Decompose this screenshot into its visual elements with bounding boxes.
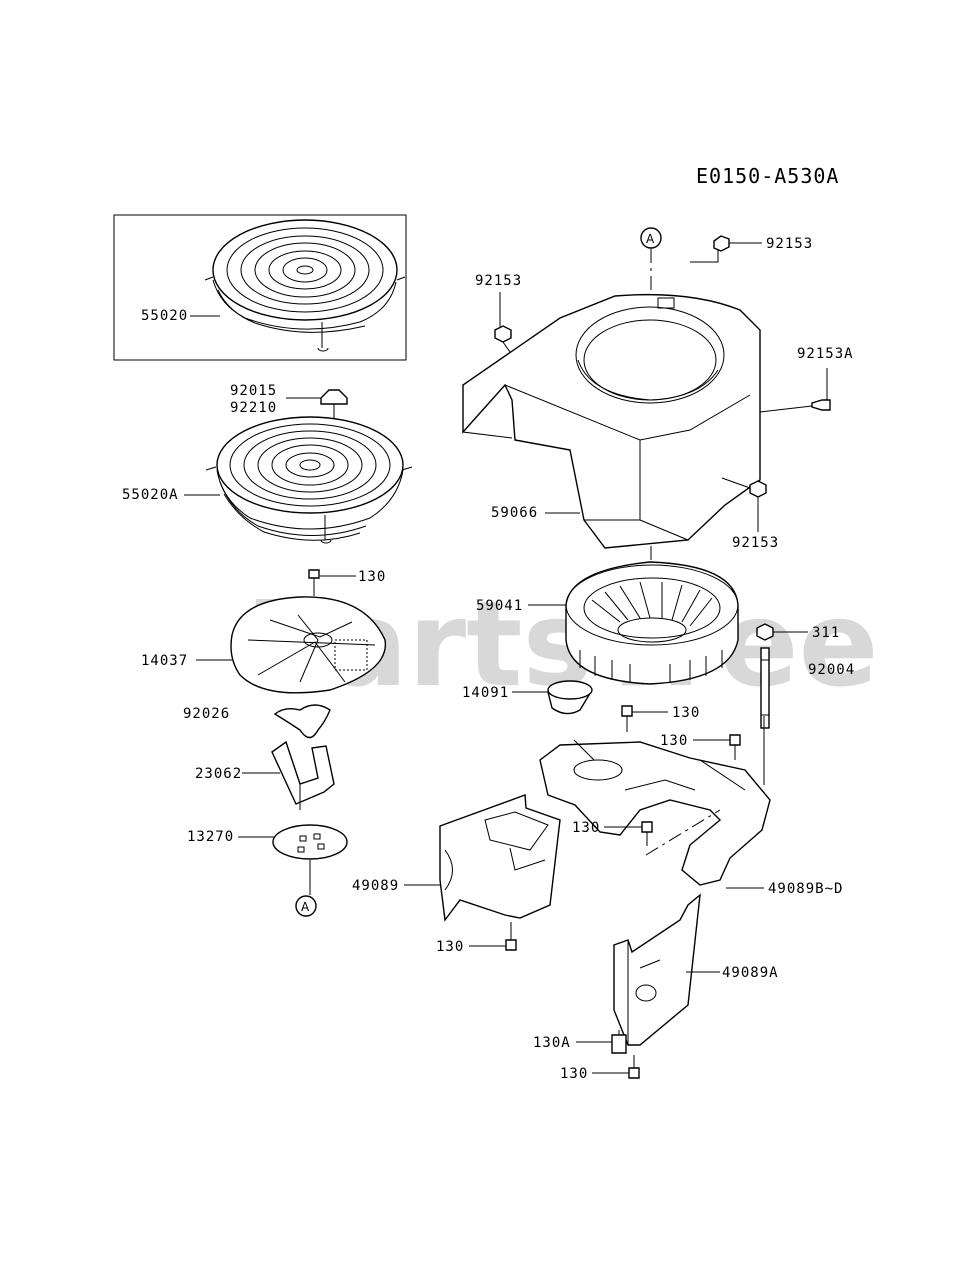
baffle-icon[interactable] <box>439 794 561 922</box>
bolt-130-d-icon[interactable] <box>641 821 653 846</box>
svg-text:A: A <box>646 232 655 246</box>
label-311: 311 <box>812 625 840 641</box>
bracket-icon[interactable] <box>271 740 335 810</box>
label-59041: 59041 <box>476 598 523 614</box>
bolt-92153-right-icon[interactable] <box>721 477 767 498</box>
label-92153-top: 92153 <box>766 236 813 252</box>
fan-screen-a-icon[interactable] <box>205 416 413 544</box>
bolt-icon[interactable] <box>308 569 320 596</box>
disc-icon[interactable] <box>272 824 348 860</box>
cap-nut-icon[interactable] <box>320 389 348 420</box>
fan-plate-icon[interactable] <box>230 596 387 694</box>
label-130A: 130A <box>533 1035 571 1051</box>
spacer-plate-icon[interactable] <box>273 704 331 739</box>
svg-text:A: A <box>301 900 310 914</box>
label-23062: 23062 <box>195 766 242 782</box>
bolt-92153-top-icon[interactable] <box>713 235 730 252</box>
label-92153-right: 92153 <box>732 535 779 551</box>
bolt-130-b-icon[interactable] <box>621 705 633 732</box>
baffle-frame-icon[interactable] <box>539 741 771 886</box>
bolt-92153-left-icon[interactable] <box>494 325 512 353</box>
label-59066: 59066 <box>491 505 538 521</box>
label-130-a: 130 <box>358 569 386 585</box>
inset-box <box>113 214 407 361</box>
collar-icon[interactable] <box>547 680 593 715</box>
bolt-92153A-icon[interactable] <box>759 399 831 413</box>
bolt-130-f-icon[interactable] <box>628 1055 640 1079</box>
label-49089A: 49089A <box>722 965 779 981</box>
label-55020A: 55020A <box>122 487 179 503</box>
label-49089: 49089 <box>352 878 399 894</box>
label-130-e: 130 <box>436 939 464 955</box>
label-130-f: 130 <box>560 1066 588 1082</box>
baffle-a-icon[interactable] <box>613 893 701 1046</box>
label-13270: 13270 <box>187 829 234 845</box>
label-92015: 92015 <box>230 383 277 399</box>
flywheel-icon[interactable] <box>565 561 739 685</box>
label-55020: 55020 <box>141 308 188 324</box>
bolt-130-e-icon[interactable] <box>505 922 517 951</box>
label-130-d: 130 <box>572 820 600 836</box>
bolt-130-c-icon[interactable] <box>729 734 741 760</box>
fan-screen-icon[interactable] <box>204 219 406 352</box>
label-14037: 14037 <box>141 653 188 669</box>
label-92153A: 92153A <box>797 346 854 362</box>
stud-92004-icon[interactable] <box>760 647 770 729</box>
label-130-c: 130 <box>660 733 688 749</box>
label-130-b: 130 <box>672 705 700 721</box>
label-14091: 14091 <box>462 685 509 701</box>
reference-marker-bottom[interactable]: A <box>295 895 317 917</box>
bolt-130A-icon[interactable] <box>611 1030 627 1054</box>
label-92153-left: 92153 <box>475 273 522 289</box>
nut-311-icon[interactable] <box>756 623 774 641</box>
label-92026: 92026 <box>183 706 230 722</box>
blower-housing-icon[interactable] <box>462 293 761 549</box>
label-92210: 92210 <box>230 400 277 416</box>
diagram-code: E0150-A530A <box>696 164 839 188</box>
label-49089BD: 49089B~D <box>768 881 843 897</box>
reference-marker-top[interactable]: A <box>640 227 662 249</box>
label-92004: 92004 <box>808 662 855 678</box>
